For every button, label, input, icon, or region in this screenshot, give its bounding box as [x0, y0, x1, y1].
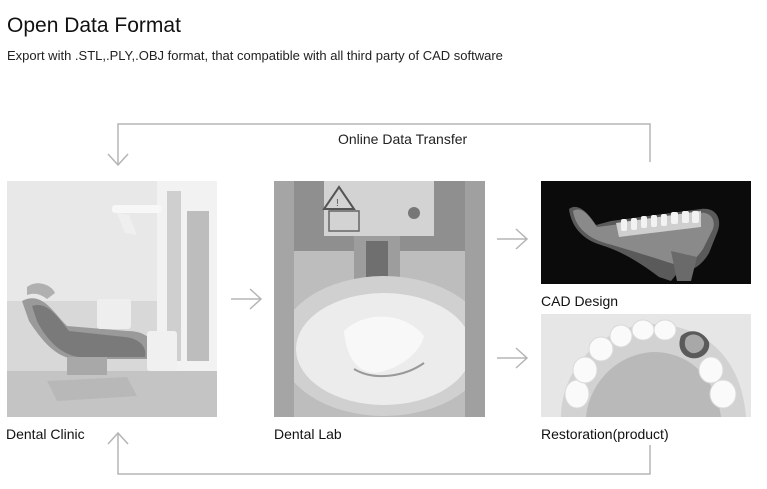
cad-design-render — [541, 181, 751, 284]
dental-lab-label: Dental Lab — [274, 426, 342, 442]
online-data-transfer-label: Online Data Transfer — [338, 131, 468, 147]
arrow-up-icon — [107, 431, 129, 445]
dental-clinic-photo — [7, 181, 217, 417]
page-title: Open Data Format — [7, 14, 181, 37]
dental-lab-photo: ! — [274, 181, 485, 417]
restoration-product-photo — [541, 314, 751, 417]
cad-design-label: CAD Design — [541, 293, 619, 309]
arrow-right-icon — [497, 228, 529, 250]
arrow-right-icon — [231, 288, 263, 310]
restoration-label: Restoration(product) — [541, 426, 669, 442]
page-subtitle: Export with .STL,.PLY,.OBJ format, that … — [7, 48, 503, 63]
svg-text:!: ! — [336, 198, 339, 209]
dental-clinic-label: Dental Clinic — [6, 426, 85, 442]
arrow-down-icon — [107, 153, 129, 167]
arrow-right-icon — [497, 347, 529, 369]
